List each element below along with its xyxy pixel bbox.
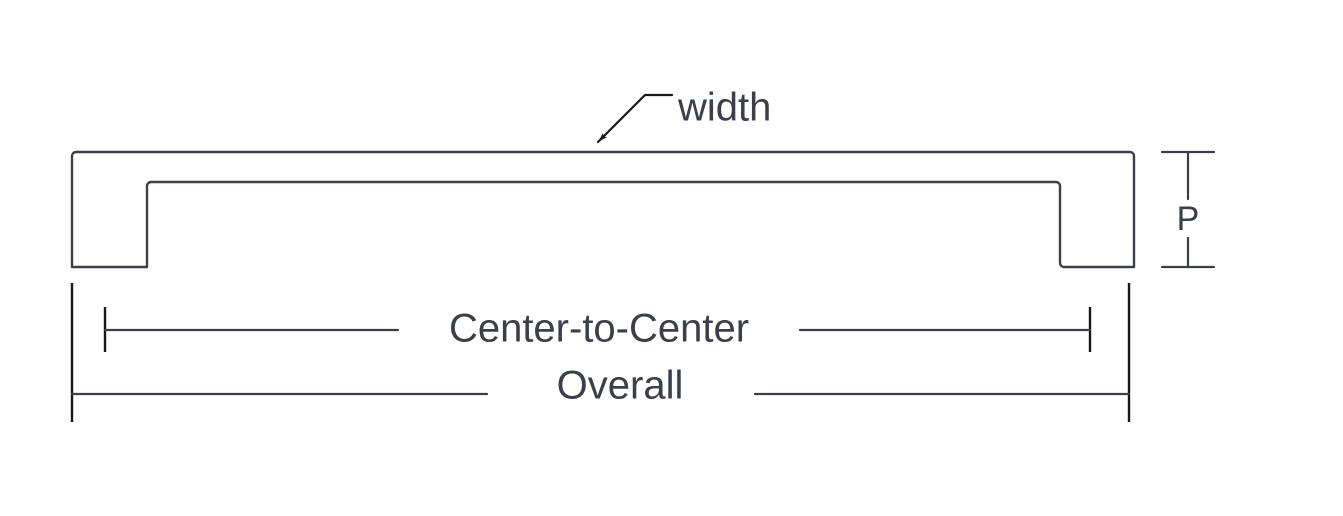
handle-outline-path [70,150,1136,269]
width-leader: width [596,86,771,144]
overall-dimension: Overall [70,283,1131,422]
projection-dimension: P [1160,150,1216,269]
overall-label: Overall [557,364,684,408]
projection-label: P [1177,200,1200,238]
center-to-center-label: Center-to-Center [449,307,749,351]
center-to-center-dimension: Center-to-Center [103,307,1092,352]
width-label: width [677,86,771,130]
handle-profile-outline [70,150,1136,269]
width-leader-line [596,93,674,144]
